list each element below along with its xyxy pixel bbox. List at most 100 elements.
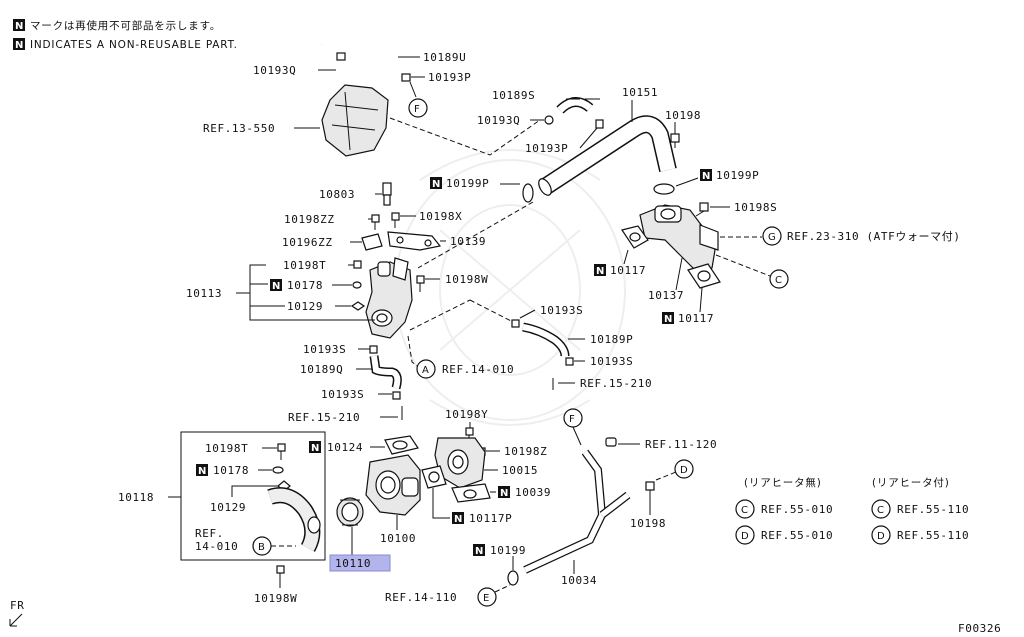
hose-10189S[interactable] — [556, 97, 594, 114]
group-box-10118 — [180, 431, 326, 561]
svg-text:N: N — [311, 443, 319, 454]
oring-10199[interactable] — [507, 570, 519, 586]
bypass-housing-10137[interactable] — [639, 204, 719, 271]
thermostat-10110[interactable] — [336, 497, 364, 527]
nmark-10199P-right: N — [700, 169, 712, 182]
ref-circle-E[interactable]: E — [477, 587, 497, 607]
ref-circle-G[interactable]: G — [762, 226, 782, 246]
label-10803: 10803 — [319, 188, 355, 201]
label-10110: 10110 — [335, 557, 371, 570]
water-pipe-10034[interactable] — [523, 449, 631, 574]
clamp-10193P-mid[interactable] — [595, 119, 604, 129]
housing-10015[interactable] — [434, 437, 486, 489]
nmark-10117-b: N — [662, 312, 674, 325]
gasket-10129-top[interactable] — [350, 301, 366, 311]
nmark-10199: N — [473, 544, 485, 557]
bracket-10139[interactable] — [387, 231, 442, 251]
svg-text:REF.55-010: REF.55-010 — [761, 529, 833, 542]
throttle-cover-ref13550[interactable] — [321, 84, 389, 157]
clamp-10193S-left[interactable] — [369, 345, 378, 354]
label-10193Q-mid: 10193Q — [477, 114, 520, 127]
label-10198W-mid: 10198W — [445, 273, 488, 286]
gasket-10117P[interactable] — [421, 465, 447, 489]
gasket-10117-a[interactable] — [621, 225, 649, 249]
svg-text:N: N — [15, 40, 23, 51]
label-10198ZZ: 10198ZZ — [284, 213, 335, 226]
svg-text:N: N — [272, 281, 280, 292]
svg-text:N: N — [702, 171, 710, 182]
clamp-10193S-low[interactable] — [392, 391, 401, 400]
svg-text:D: D — [741, 531, 749, 542]
bolt-10198S-right[interactable] — [695, 202, 709, 217]
svg-text:N: N — [198, 466, 206, 477]
oring-10178-top[interactable] — [352, 281, 362, 289]
label-10193S-mid: 10193S — [590, 355, 633, 368]
clamp-10193S-mid[interactable] — [565, 357, 574, 366]
ref-circle-F-low[interactable]: F — [563, 408, 583, 428]
ref-circle-F-top[interactable]: F — [408, 98, 428, 118]
highlight-10110[interactable]: 10110 — [329, 554, 391, 572]
label-10189U: 10189U — [423, 51, 466, 64]
ref-circle-B[interactable]: B — [252, 536, 272, 556]
svg-text:G: G — [768, 232, 776, 243]
hose-10189P[interactable] — [522, 322, 570, 357]
bolt-10198ZZ[interactable] — [371, 214, 380, 230]
bolt-10198W-mid[interactable] — [416, 275, 425, 292]
bracket-10196ZZ[interactable] — [361, 233, 383, 251]
clamp-10193Q-top[interactable] — [336, 52, 346, 61]
bolt-10198X[interactable] — [391, 212, 400, 228]
svg-text:F: F — [414, 104, 420, 115]
svg-text:A: A — [422, 365, 429, 376]
svg-text:N: N — [475, 546, 483, 557]
svg-text:D: D — [680, 465, 688, 476]
label-ref15210-left: REF.15-210 — [288, 411, 360, 424]
label-10198Y: 10198Y — [445, 408, 488, 421]
fitting-ref11120[interactable] — [605, 437, 617, 447]
ref-circle-D-low[interactable]: D — [674, 459, 694, 479]
bolt-10198T-box[interactable] — [277, 443, 286, 460]
gasket-10039[interactable] — [451, 483, 491, 503]
hose-10189U[interactable] — [320, 38, 401, 71]
clamp-10193S-right[interactable] — [511, 319, 520, 328]
fr-label: FR — [10, 599, 24, 612]
svg-text:C: C — [741, 505, 748, 516]
label-ref14110: REF.14-110 — [385, 591, 457, 604]
label-10118: 10118 — [118, 491, 154, 504]
label-10193Q-top: 10193Q — [253, 64, 296, 77]
label-10117P: 10117P — [469, 512, 512, 525]
gasket-10124[interactable] — [384, 435, 419, 455]
nmark-10117-a: N — [594, 264, 606, 277]
bolt-10198-top[interactable] — [670, 133, 680, 148]
oring-10199P-left[interactable] — [522, 183, 534, 203]
hose-10189Q[interactable] — [369, 355, 402, 390]
label-10199: 10199 — [490, 544, 526, 557]
clamp-10193P-top[interactable] — [401, 73, 411, 82]
bolt-10198-low[interactable] — [645, 481, 655, 491]
label-10198Z: 10198Z — [504, 445, 547, 458]
water-inlet-10100[interactable] — [365, 454, 421, 516]
label-10129-box: 10129 — [210, 501, 246, 514]
label-ref15210-right: REF.15-210 — [580, 377, 652, 390]
svg-text:D: D — [877, 531, 885, 542]
sensor-10803[interactable] — [382, 182, 392, 206]
label-10199P-right: 10199P — [716, 169, 759, 182]
bolt-10198T-top[interactable] — [353, 260, 362, 269]
oring-10199P-right[interactable] — [653, 183, 675, 195]
gasket-10117-b[interactable] — [687, 263, 721, 289]
water-pipe-10118[interactable] — [267, 487, 321, 552]
label-10193S-left: 10193S — [303, 343, 346, 356]
svg-text:N: N — [500, 488, 508, 499]
label-10117-a: 10117 — [610, 264, 646, 277]
water-pipe-10151[interactable] — [536, 115, 677, 197]
label-10034: 10034 — [561, 574, 597, 587]
thermostat-housing-10113[interactable] — [365, 257, 413, 339]
ref-circle-A[interactable]: A — [416, 359, 436, 379]
label-10039: 10039 — [515, 486, 551, 499]
ref-circle-C-mid[interactable]: C — [769, 269, 789, 289]
label-ref13550: REF.13-550 — [203, 122, 275, 135]
label-ref14010-box-1: REF. — [195, 527, 224, 540]
oring-10178-box[interactable] — [272, 466, 284, 474]
clamp-10193Q-mid[interactable] — [544, 115, 554, 125]
bolt-10198W-low[interactable] — [276, 565, 285, 588]
